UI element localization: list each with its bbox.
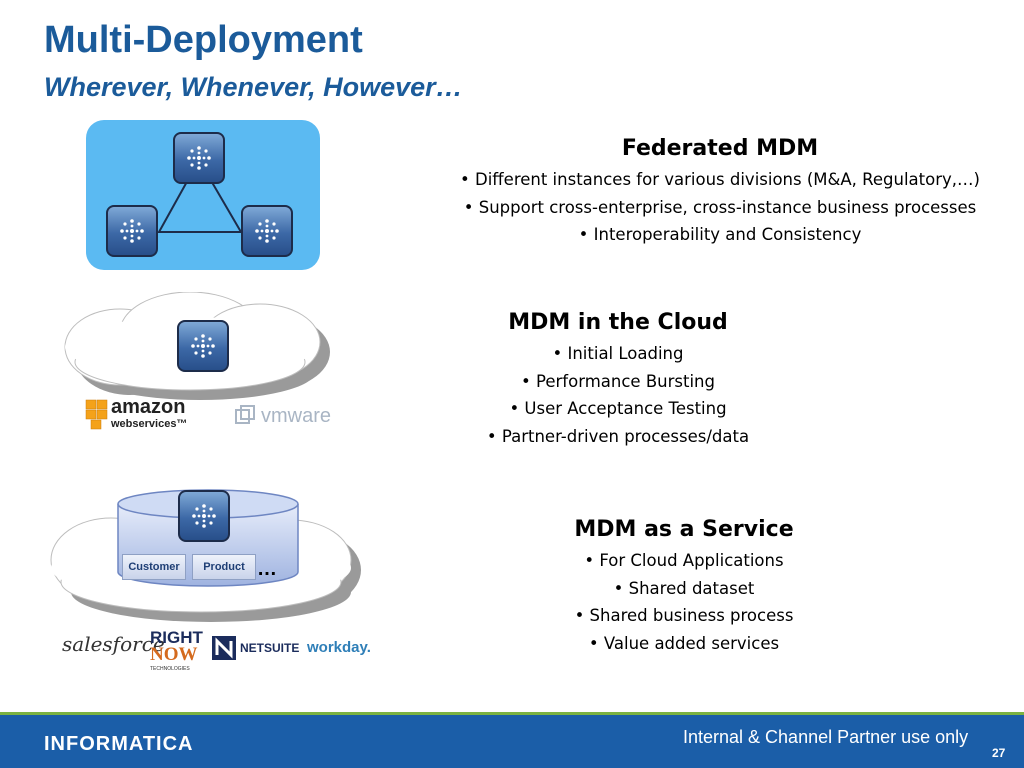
bullet-item: • Shared business process <box>574 606 794 625</box>
informatica-logo: INFORMATICA <box>44 733 194 755</box>
bullet-item: • Partner-driven processes/data <box>486 426 750 446</box>
bullet-item: • Value added services <box>588 633 780 653</box>
bullet-item: • Shared dataset <box>613 578 755 598</box>
vmware-squares-icon <box>235 405 255 424</box>
slide-title: Multi-Deployment <box>44 19 363 61</box>
federated-panel <box>86 120 320 270</box>
section-heading: MDM in the Cloud <box>508 310 728 335</box>
rightnow-bottom-text: NOW <box>150 644 198 665</box>
rightnow-tag-text: TECHNOLOGIES <box>150 666 190 672</box>
bullet-item: • For Cloud Applications <box>584 551 784 570</box>
vmware-logo-text: vmware <box>261 405 332 427</box>
more-tables-ellipsis: … <box>257 558 277 580</box>
section-heading: Federated MDM <box>621 136 819 161</box>
slide-subtitle: Wherever, Whenever, However… <box>44 72 463 102</box>
mdm-node-icon <box>241 205 293 257</box>
workday-logo-text: workday. <box>307 639 371 656</box>
mdm-node-icon <box>178 490 230 542</box>
salesforce-logo: salesforce <box>62 632 165 662</box>
mdm-as-service-section: MDM as a Service • For Cloud Application… <box>484 517 884 657</box>
amazon-logo-text: amazon <box>111 396 186 418</box>
section-heading: MDM as a Service <box>574 517 794 542</box>
bullet-item: • Performance Bursting <box>521 371 715 391</box>
mdm-node-icon <box>106 205 158 257</box>
mdm-in-cloud-section: MDM in the Cloud • Initial Loading • Per… <box>418 310 818 450</box>
bullet-item: • Support cross-enterprise, cross-instan… <box>463 197 977 217</box>
usage-note: Internal & Channel Partner use only <box>683 727 969 747</box>
vmware-logo: vmware <box>233 404 333 430</box>
customer-table: Customer <box>122 554 186 580</box>
mdm-node-icon <box>173 132 225 184</box>
bullet-item: • User Acceptance Testing <box>509 399 727 418</box>
salesforce-logo-text: salesforce <box>62 632 165 656</box>
netsuite-n-icon <box>212 636 236 660</box>
federated-mdm-section: Federated MDM • Different instances for … <box>420 136 1020 249</box>
federation-lines <box>157 157 243 233</box>
mdm-node-icon <box>177 320 229 372</box>
footer-bar <box>0 712 1024 768</box>
aws-cubes-icon <box>85 399 108 430</box>
rightnow-top-text: RIGHT <box>150 628 203 647</box>
netsuite-logo: NETSUITE <box>212 636 312 660</box>
rightnow-logo: RIGHT NOW TECHNOLOGIES <box>150 628 203 674</box>
workday-logo: workday. <box>307 639 377 659</box>
netsuite-logo-text: NETSUITE <box>240 641 300 655</box>
amazon-web-services-logo: amazon webservices™ <box>84 396 204 436</box>
bullet-item: • Initial Loading <box>552 344 684 363</box>
webservices-logo-text: webservices™ <box>111 418 188 430</box>
bullet-item: • Different instances for various divisi… <box>460 170 980 189</box>
page-number: 27 <box>992 746 1006 760</box>
product-table: Product <box>192 554 256 580</box>
bullet-item: • Interoperability and Consistency <box>578 225 862 244</box>
